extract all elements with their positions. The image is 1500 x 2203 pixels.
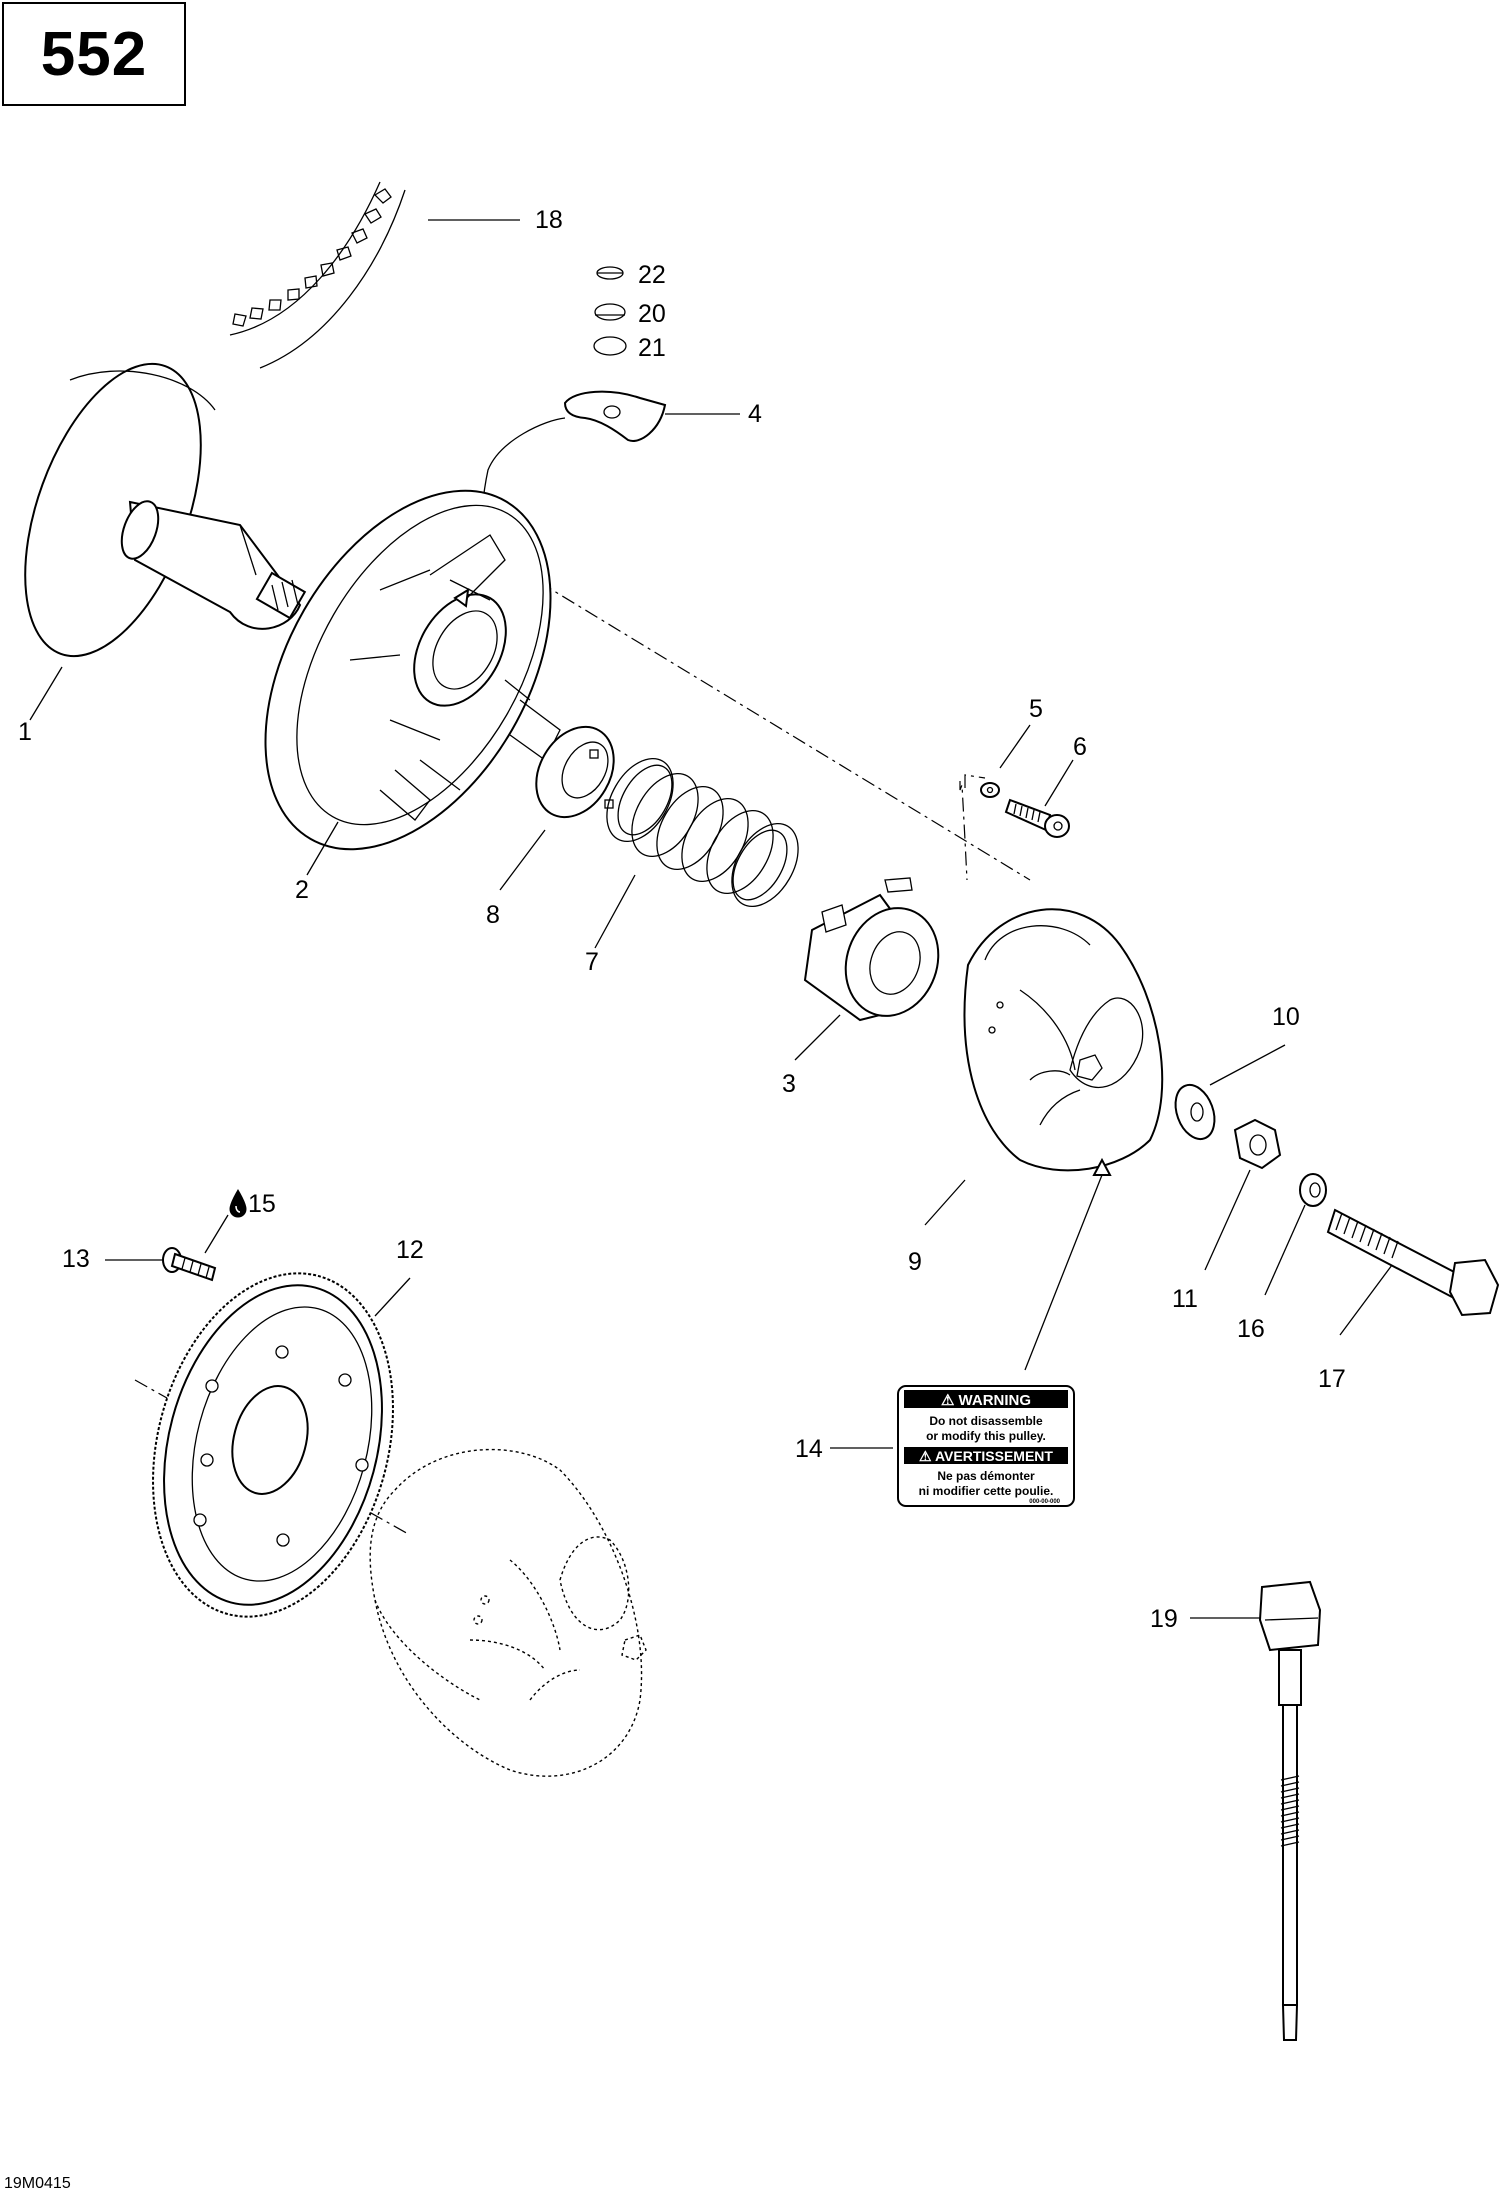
decal-title-en: ⚠ WARNING — [941, 1392, 1031, 1409]
movable-sheave-part — [264, 489, 561, 851]
washer-10-part — [1174, 1083, 1216, 1141]
fixed-sheave-part — [24, 362, 307, 658]
decal-text-fr-2: ni modifier cette poulie. — [919, 1484, 1054, 1498]
figure-code: 19M0415 — [4, 2175, 71, 2192]
screw-axis-line — [959, 781, 968, 881]
callout-4: 4 — [748, 400, 762, 428]
callout-19: 19 — [1150, 1605, 1178, 1633]
callout-12: 12 — [396, 1236, 424, 1264]
decal-text-en-2: or modify this pulley. — [926, 1429, 1046, 1443]
spring-seat-part — [535, 725, 615, 819]
long-bolt-part — [1258, 1580, 1322, 2041]
screw-6-part — [1004, 798, 1070, 838]
oil-drop-icon — [229, 1189, 247, 1218]
warning-decal: ⚠ WARNING Do not disassemble or modify t… — [897, 1385, 1075, 1507]
callout-3: 3 — [782, 1070, 796, 1098]
leader-lines — [29, 219, 1393, 1619]
callout-18: 18 — [535, 206, 563, 234]
callout-numbers: 1 2 3 4 5 6 7 8 9 10 11 12 13 14 15 16 1… — [18, 206, 1346, 1633]
callout-5: 5 — [1029, 695, 1043, 723]
screw-axis-upper — [964, 774, 986, 788]
small-disc-20 — [594, 303, 626, 321]
callout-7: 7 — [585, 948, 599, 976]
spring-part — [606, 757, 799, 908]
decal-title-fr: ⚠ AVERTISSEMENT — [919, 1448, 1053, 1464]
hex-nut-part — [1233, 1118, 1282, 1170]
callout-2: 2 — [295, 876, 309, 904]
lock-washer-part — [1299, 1173, 1327, 1207]
callout-20: 20 — [638, 300, 666, 328]
decal-text-fr-1: Ne pas démonter — [937, 1469, 1035, 1483]
small-disc-21 — [593, 336, 627, 356]
callout-10: 10 — [1272, 1003, 1300, 1031]
callout-16: 16 — [1237, 1315, 1265, 1343]
decal-text-en-1: Do not disassemble — [929, 1414, 1043, 1428]
small-disc-22 — [596, 266, 624, 280]
callout-9: 9 — [908, 1248, 922, 1276]
callout-11: 11 — [1172, 1285, 1198, 1313]
main-axis-line — [469, 539, 1031, 881]
pulley-cover-part — [963, 908, 1164, 1176]
decal-code: 000-00-000 — [1029, 1499, 1060, 1505]
belt-segment-part — [229, 181, 406, 369]
ring-gear-part — [152, 1272, 394, 1618]
callout-8: 8 — [486, 901, 500, 929]
page-number-box: 552 — [2, 2, 186, 106]
callout-22: 22 — [638, 261, 666, 289]
callout-21: 21 — [638, 334, 666, 362]
spider-part — [803, 877, 940, 1022]
callout-17: 17 — [1318, 1365, 1346, 1393]
callout-14: 14 — [795, 1435, 823, 1463]
bolt-part — [1326, 1208, 1500, 1317]
callout-1: 1 — [18, 718, 32, 746]
phantom-pulley-outline — [369, 1448, 647, 1777]
washer-5-part — [980, 782, 1000, 798]
screw-13-part — [162, 1247, 217, 1282]
callout-13: 13 — [62, 1245, 90, 1273]
callout-6: 6 — [1073, 733, 1087, 761]
page-number: 552 — [40, 19, 148, 89]
callout-15: 15 — [248, 1190, 276, 1218]
